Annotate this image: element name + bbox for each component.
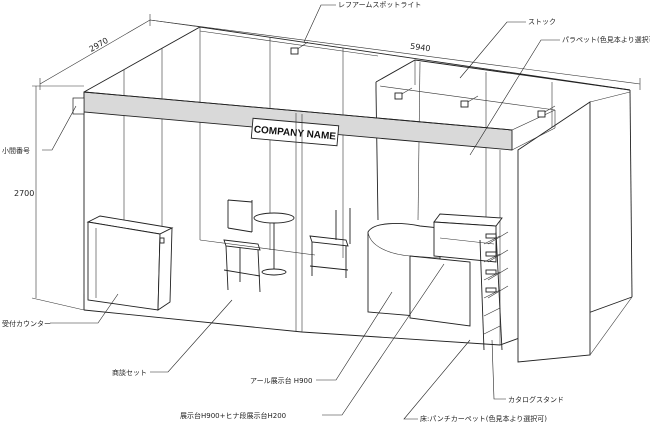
- dimension-depth: 2970: [88, 36, 110, 54]
- curved-display-stand: [367, 213, 503, 327]
- leader-catalog-stand: [491, 339, 506, 400]
- leader-spotlight: [303, 4, 336, 43]
- label-display-stand: 展示台H900+ヒナ段展示台H200: [180, 411, 286, 420]
- booth-number-plate: [72, 97, 85, 115]
- reception-counter: [86, 215, 174, 311]
- meeting-set: [223, 199, 351, 293]
- leader-reception-counter: [50, 293, 119, 324]
- leader-stock: [459, 21, 526, 79]
- label-floor-carpet: 床:パンチカーペット(色見本より選択可): [420, 414, 547, 423]
- leader-lines: [42, 4, 560, 420]
- label-meeting-set: 商談セット: [112, 368, 147, 377]
- catalog-stand: [479, 231, 509, 351]
- dimension-height: 2700: [14, 189, 34, 198]
- dimension-width: 5940: [410, 42, 431, 54]
- label-stock: ストック: [528, 18, 556, 26]
- spotlight-2: [394, 87, 413, 100]
- spotlight-4: [537, 105, 556, 118]
- leader-curved-display: [316, 291, 393, 381]
- leader-parapet: [469, 39, 560, 156]
- label-reception-counter: 受付カウンター: [2, 319, 51, 328]
- back-walls: [83, 26, 633, 363]
- label-curved-display: アール展示台 H900: [250, 376, 312, 385]
- leader-floor-carpet: [403, 339, 471, 420]
- label-catalog-stand: カタログスタンド: [508, 395, 564, 404]
- label-parapet: パラペット(色見本より選択可): [562, 35, 650, 44]
- label-booth-number: 小間番号: [2, 146, 30, 155]
- spotlight-1: [290, 41, 309, 55]
- spotlights: [290, 41, 556, 118]
- fascia: COMPANY NAME: [72, 91, 556, 151]
- leader-display-stand: [322, 263, 445, 416]
- spotlight-3: [460, 95, 479, 108]
- leader-meeting-set: [150, 299, 233, 373]
- leader-booth-number: [42, 105, 77, 151]
- label-spotlight: レフアームスポットライト: [338, 1, 421, 9]
